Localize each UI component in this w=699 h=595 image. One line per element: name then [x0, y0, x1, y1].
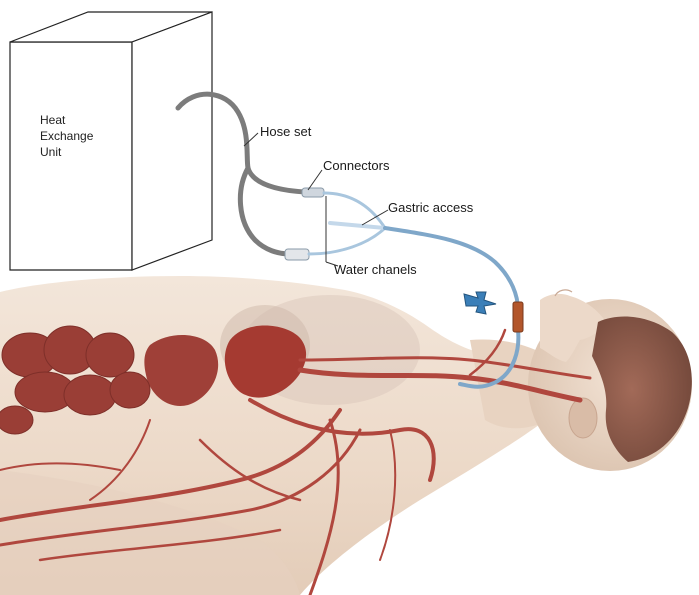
- intestines: [0, 325, 151, 435]
- unit-label-line3: Unit: [40, 145, 62, 159]
- mouth-adapter: [512, 301, 524, 333]
- gastric-access-label: Gastric access: [388, 200, 474, 215]
- leader-lines: [243, 132, 389, 267]
- unit-label-line2: Exchange: [40, 129, 94, 143]
- blood-vessels: [0, 328, 592, 595]
- heat-exchange-unit: [9, 11, 213, 271]
- heart: [224, 325, 307, 398]
- valve-icon: [463, 291, 497, 315]
- connectors-label: Connectors: [323, 158, 390, 173]
- hose-set-label: Hose set: [260, 124, 312, 139]
- connector-upper: [301, 187, 325, 198]
- hose-set: [175, 91, 308, 257]
- gastric-tube: [307, 191, 521, 389]
- heat-exchange-unit-label: Heat Exchange Unit: [40, 112, 93, 160]
- connector-lower: [284, 248, 310, 261]
- stomach: [144, 334, 219, 406]
- unit-label-line1: Heat: [40, 113, 66, 127]
- water-channels-label: Water chanels: [334, 262, 417, 277]
- patient-hair: [592, 316, 692, 462]
